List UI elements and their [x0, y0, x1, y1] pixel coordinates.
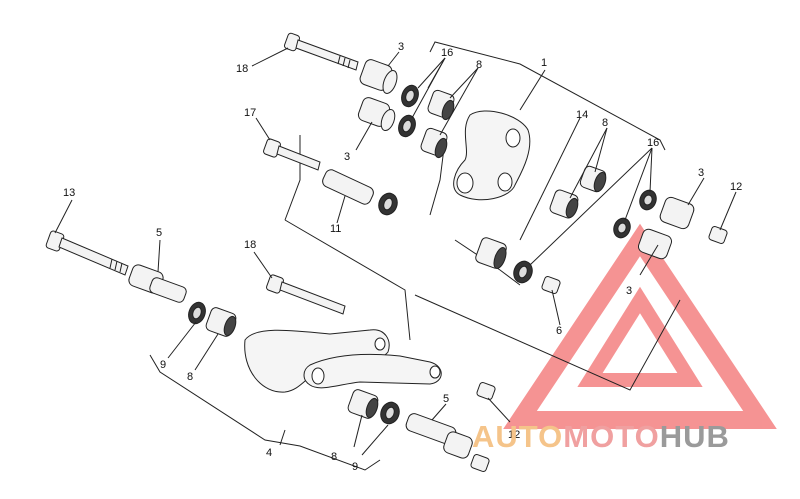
- seal-16-a: [401, 84, 419, 108]
- label-part-5-left: 5: [156, 227, 162, 239]
- svg-text:AUTOMOTOHUB: AUTOMOTOHUB: [472, 419, 730, 454]
- bolt-18-top: [283, 32, 359, 71]
- bearing-14: [475, 237, 507, 269]
- label-part-8-lower: 8: [331, 451, 337, 463]
- label-part-13: 13: [63, 187, 75, 199]
- bearing-8-c: [579, 165, 607, 193]
- label-part-16-top: 16: [441, 47, 453, 59]
- label-part-17: 17: [244, 107, 256, 119]
- rocker-link-1: [453, 110, 531, 201]
- label-part-4: 4: [266, 447, 272, 459]
- pin-5-lower: [405, 413, 473, 459]
- nut-12-right: [708, 226, 728, 244]
- bushing-3-right: [659, 196, 695, 230]
- bolt-13: [45, 230, 129, 276]
- bearing-8-left: [205, 307, 237, 337]
- bearing-8-lower: [347, 389, 379, 419]
- bearing-8-a: [427, 89, 455, 121]
- watermark-part-moto: MOTO: [563, 419, 659, 454]
- seal-16-f: [513, 260, 533, 284]
- nut-lower-bottom: [470, 454, 490, 472]
- label-part-3-top: 3: [398, 41, 404, 53]
- label-part-5-lower: 5: [443, 393, 449, 405]
- label-part-12-lower: 12: [508, 429, 520, 441]
- seal-16-e: [613, 217, 631, 239]
- label-part-8-right: 8: [602, 117, 608, 129]
- nut-12-lower: [476, 382, 496, 400]
- label-part-9-left: 9: [160, 359, 166, 371]
- leader-lines: [54, 47, 737, 456]
- bolt-18-lower: [266, 274, 346, 315]
- assembly-brackets: [149, 41, 681, 471]
- label-part-11: 11: [330, 223, 341, 235]
- label-part-9-lower: 9: [352, 461, 358, 473]
- seal-16-b: [398, 114, 416, 138]
- seal-9-lower: [380, 401, 400, 425]
- watermark-logo: [503, 223, 777, 429]
- label-part-3-second: 3: [344, 151, 350, 163]
- label-part-12-right: 12: [730, 181, 742, 193]
- tie-rod-4: [244, 329, 442, 393]
- bearing-8-b: [420, 127, 448, 159]
- label-part-3-right: 3: [698, 167, 704, 179]
- label-part-3-lower-right: 3: [626, 285, 632, 297]
- bearing-8-d: [549, 189, 579, 219]
- bushing-3-second: [357, 97, 396, 132]
- bushing-3-right-lower: [637, 228, 673, 260]
- seal-16-c: [378, 192, 398, 216]
- part-labels: 18 3 16 8 1 17 3 14 8 16 3 12 11 13 5 18…: [63, 41, 742, 473]
- seal-16-d: [639, 189, 657, 211]
- bushing-3-top: [359, 59, 398, 94]
- label-part-1: 1: [541, 57, 547, 69]
- label-part-8-left: 8: [187, 371, 193, 383]
- label-part-6: 6: [556, 325, 562, 337]
- watermark-text: AUTOMOTOHUB: [472, 419, 730, 454]
- seal-9-left: [188, 301, 206, 325]
- bolt-17: [263, 138, 321, 171]
- pin-5-left: [128, 264, 187, 303]
- label-part-18-lower: 18: [244, 239, 256, 251]
- label-part-8-top: 8: [476, 59, 482, 71]
- label-part-18-top: 18: [236, 63, 248, 75]
- nut-6: [541, 276, 561, 294]
- label-part-14: 14: [576, 109, 588, 121]
- watermark-part-auto: AUTO: [472, 419, 563, 454]
- label-part-16-right: 16: [647, 137, 659, 149]
- watermark-part-hub: HUB: [660, 419, 730, 454]
- spacer-11: [322, 169, 374, 205]
